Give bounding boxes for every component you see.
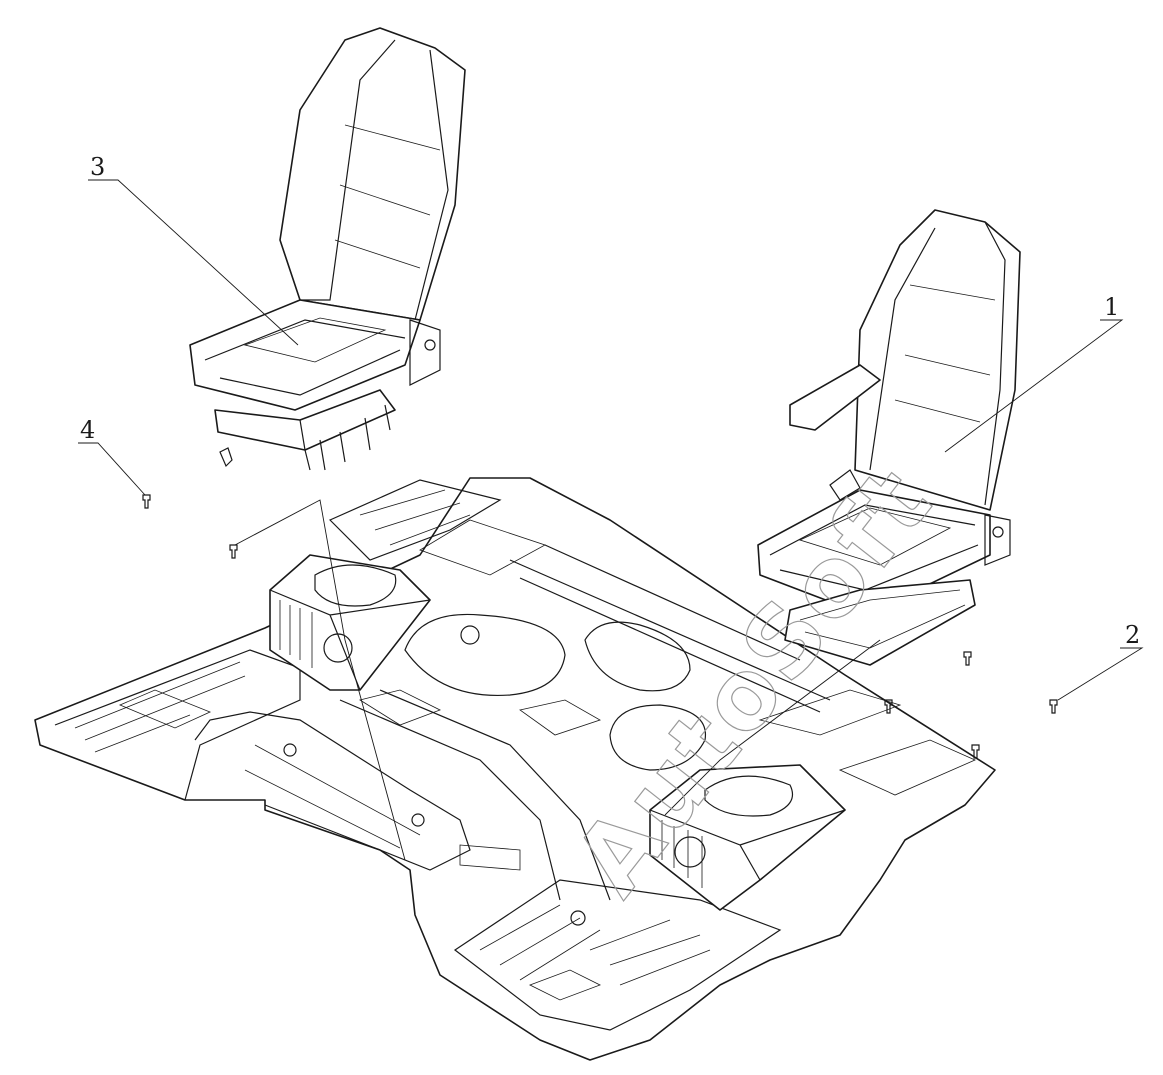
callout-4: 4 — [80, 416, 95, 444]
callout-labels: 3 4 1 2 — [80, 153, 1140, 649]
callout-3: 3 — [90, 153, 105, 181]
leader-lines — [78, 179, 1144, 861]
seat-1 — [757, 209, 1021, 666]
callout-2: 2 — [1125, 621, 1140, 649]
callout-1: 1 — [1104, 293, 1119, 321]
left-seat-riser — [269, 554, 431, 691]
right-seat-riser — [649, 764, 846, 911]
seat-3 — [189, 27, 466, 471]
bolt-set — [142, 494, 1058, 759]
